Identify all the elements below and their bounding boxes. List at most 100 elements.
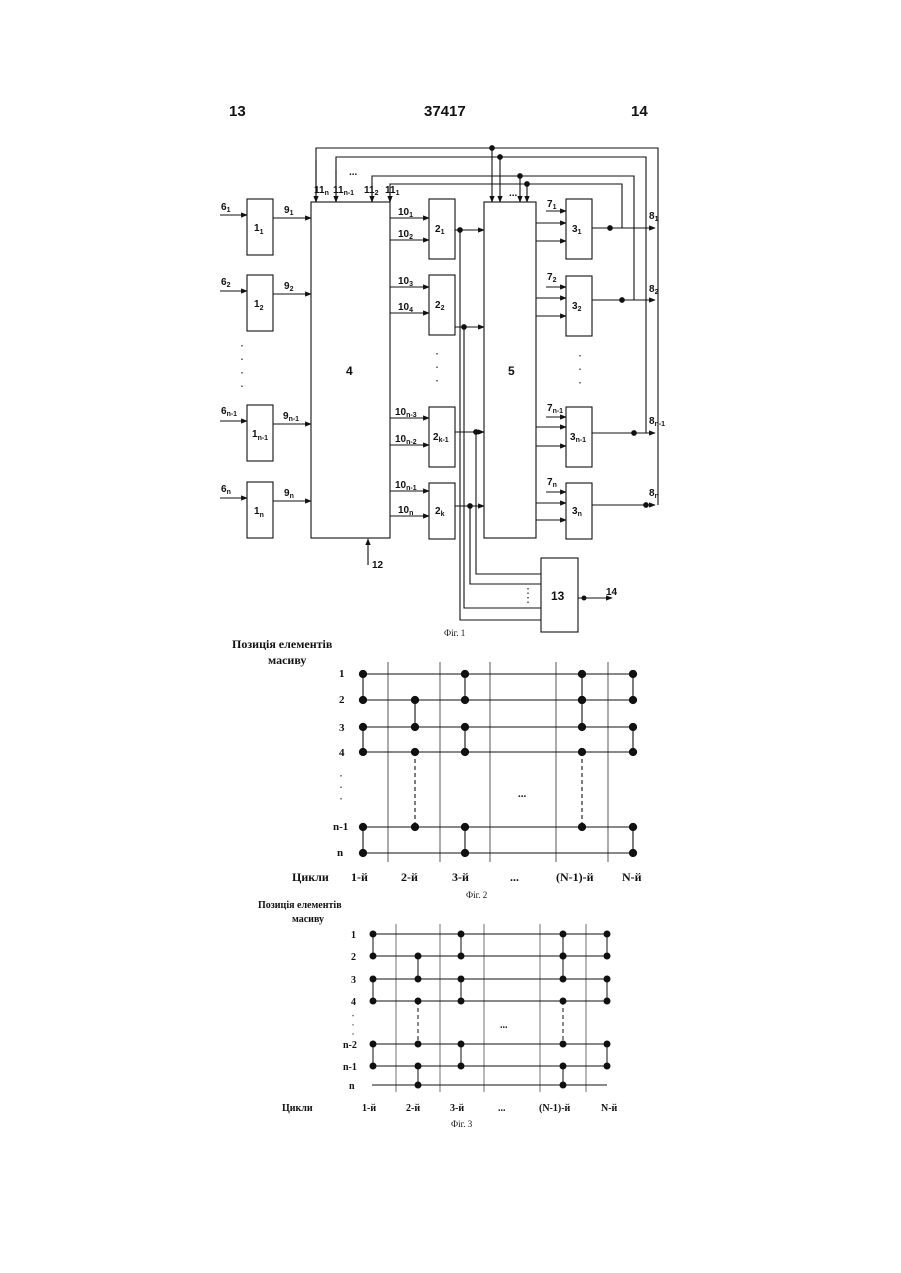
figure-2: Позиція елементів масиву 1 2 3 4 n-1 n .… xyxy=(232,637,642,900)
fig2-node xyxy=(411,723,418,730)
fig2-row-label-2: 2 xyxy=(339,694,345,706)
fig3-node xyxy=(560,953,566,959)
block-1-1 xyxy=(247,199,273,255)
input-6-2-label: 62 xyxy=(221,277,231,289)
fig3-node xyxy=(370,931,376,937)
wire-9-n-label: 9n xyxy=(284,488,294,500)
output-8-n-label: 8n xyxy=(649,488,659,500)
block-1-1-label: 11 xyxy=(254,223,264,236)
block-3-n-1-label: 3n-1 xyxy=(570,432,586,444)
fig2-node xyxy=(359,670,366,677)
wire-9-2-label: 92 xyxy=(284,281,294,293)
fig2-row-label-n: n xyxy=(337,847,343,859)
fig3-node xyxy=(604,953,610,959)
fig3-node xyxy=(458,953,464,959)
block-1-n-label: 1n xyxy=(254,506,264,519)
wire-9-n-1-label: 9n-1 xyxy=(283,411,299,423)
block-2-1-label: 21 xyxy=(435,224,445,236)
fig3-cycle-2: 2-й xyxy=(406,1103,420,1114)
fig2-cycle-2: 2-й xyxy=(401,870,418,884)
feedback-11-1-label: 111 xyxy=(385,185,400,197)
feedback-wire-4 xyxy=(390,184,622,228)
fig2-node xyxy=(461,748,468,755)
block-2-k-1-label: 2k-1 xyxy=(433,432,449,444)
fig2-node xyxy=(578,823,585,830)
fig2-row-label-3: 3 xyxy=(339,722,345,734)
figure-1-labels: 4 5 13 14 12 ... ... 11 12 1n-1 1n 61 62… xyxy=(221,167,665,638)
fig2-node xyxy=(359,696,366,703)
fig3-node xyxy=(604,931,610,937)
fig3-caption: Фіг. 3 xyxy=(451,1119,473,1129)
fig2-cycles-label: Цикли xyxy=(292,870,329,884)
fig2-node xyxy=(578,696,585,703)
fig2-node xyxy=(629,823,636,830)
fig2-middle-dots: ... xyxy=(518,788,527,800)
block-2-2-label: 22 xyxy=(435,300,445,312)
fig3-ylabel-line2: масиву xyxy=(292,914,324,925)
fig3-node xyxy=(415,1041,421,1047)
fig3-cycles-label: Цикли xyxy=(282,1103,313,1114)
fig3-node xyxy=(560,976,566,982)
wire-10-n-label: 10n xyxy=(398,505,413,517)
input-12-label: 12 xyxy=(372,560,384,571)
block-1-n-1-label: 1n-1 xyxy=(252,429,268,442)
fig2-cycle-1: 1-й xyxy=(351,870,368,884)
fig2-node xyxy=(578,723,585,730)
fig3-node xyxy=(458,931,464,937)
fig2-row-label-n-1: n-1 xyxy=(333,821,348,833)
fig3-node xyxy=(560,998,566,1004)
fig2-node xyxy=(578,748,585,755)
input-6-n-label: 6n xyxy=(221,484,231,496)
fig2-node xyxy=(629,696,636,703)
fig2-caption: Фіг. 2 xyxy=(466,890,487,900)
fig3-node xyxy=(604,1041,610,1047)
fig3-node xyxy=(415,976,421,982)
fig2-node xyxy=(359,823,366,830)
block-1-n-1 xyxy=(247,405,273,461)
fig3-cycle-1: 1-й xyxy=(362,1103,376,1114)
fig3-row-label-1: 1 xyxy=(351,930,356,941)
fig3-node xyxy=(560,1063,566,1069)
fig2-node xyxy=(411,823,418,830)
fig3-node xyxy=(415,1082,421,1088)
input-7-1-label: 71 xyxy=(547,199,557,211)
figure-3: Позиція елементів масиву 1 2 3 4 n-2 n-1… xyxy=(258,900,618,1129)
fig2-node xyxy=(629,670,636,677)
block-3-2-label: 32 xyxy=(572,301,582,313)
feedback-ellipsis: ... xyxy=(349,167,358,178)
output-8-n-1-label: 8n-1 xyxy=(649,416,665,428)
fig2-node xyxy=(461,849,468,856)
block-13-label: 13 xyxy=(551,589,565,603)
wire-10-3-label: 103 xyxy=(398,276,413,288)
wire-10-n-1-label: 10n-1 xyxy=(395,480,417,492)
input-6-1-label: 61 xyxy=(221,202,231,214)
wire-10-4-label: 104 xyxy=(398,302,413,314)
fig3-node xyxy=(458,998,464,1004)
fig3-node xyxy=(370,976,376,982)
fig3-cycle-dots: ... xyxy=(498,1103,506,1114)
input-6-n-1-label: 6n-1 xyxy=(221,406,237,418)
fig2-row-label-4: 4 xyxy=(339,747,345,759)
feedback-wire-2 xyxy=(336,157,646,433)
wire-10-n-3-label: 10n-3 xyxy=(395,407,417,419)
fig2-cycle-dots: ... xyxy=(510,870,519,884)
wire-9-1-label: 91 xyxy=(284,205,294,217)
feedback-11-n-1-label: 11n-1 xyxy=(333,185,354,197)
block-2-k-label: 2k xyxy=(435,506,445,518)
fig2-node xyxy=(359,723,366,730)
input-7-n-label: 7n xyxy=(547,477,557,489)
fig3-row-label-3: 3 xyxy=(351,975,356,986)
output-14-label: 14 xyxy=(606,587,618,598)
fig3-node xyxy=(370,1041,376,1047)
fig3-node xyxy=(370,998,376,1004)
fig2-node xyxy=(461,723,468,730)
output-8-1-label: 81 xyxy=(649,211,659,223)
fig3-node xyxy=(560,931,566,937)
fig3-node xyxy=(560,1082,566,1088)
fig3-ylabel-line1: Позиція елементів xyxy=(258,900,342,911)
fig2-node xyxy=(461,696,468,703)
fig3-node xyxy=(415,1063,421,1069)
fig2-node xyxy=(629,723,636,730)
feedback-11-2-label: 112 xyxy=(364,185,379,197)
